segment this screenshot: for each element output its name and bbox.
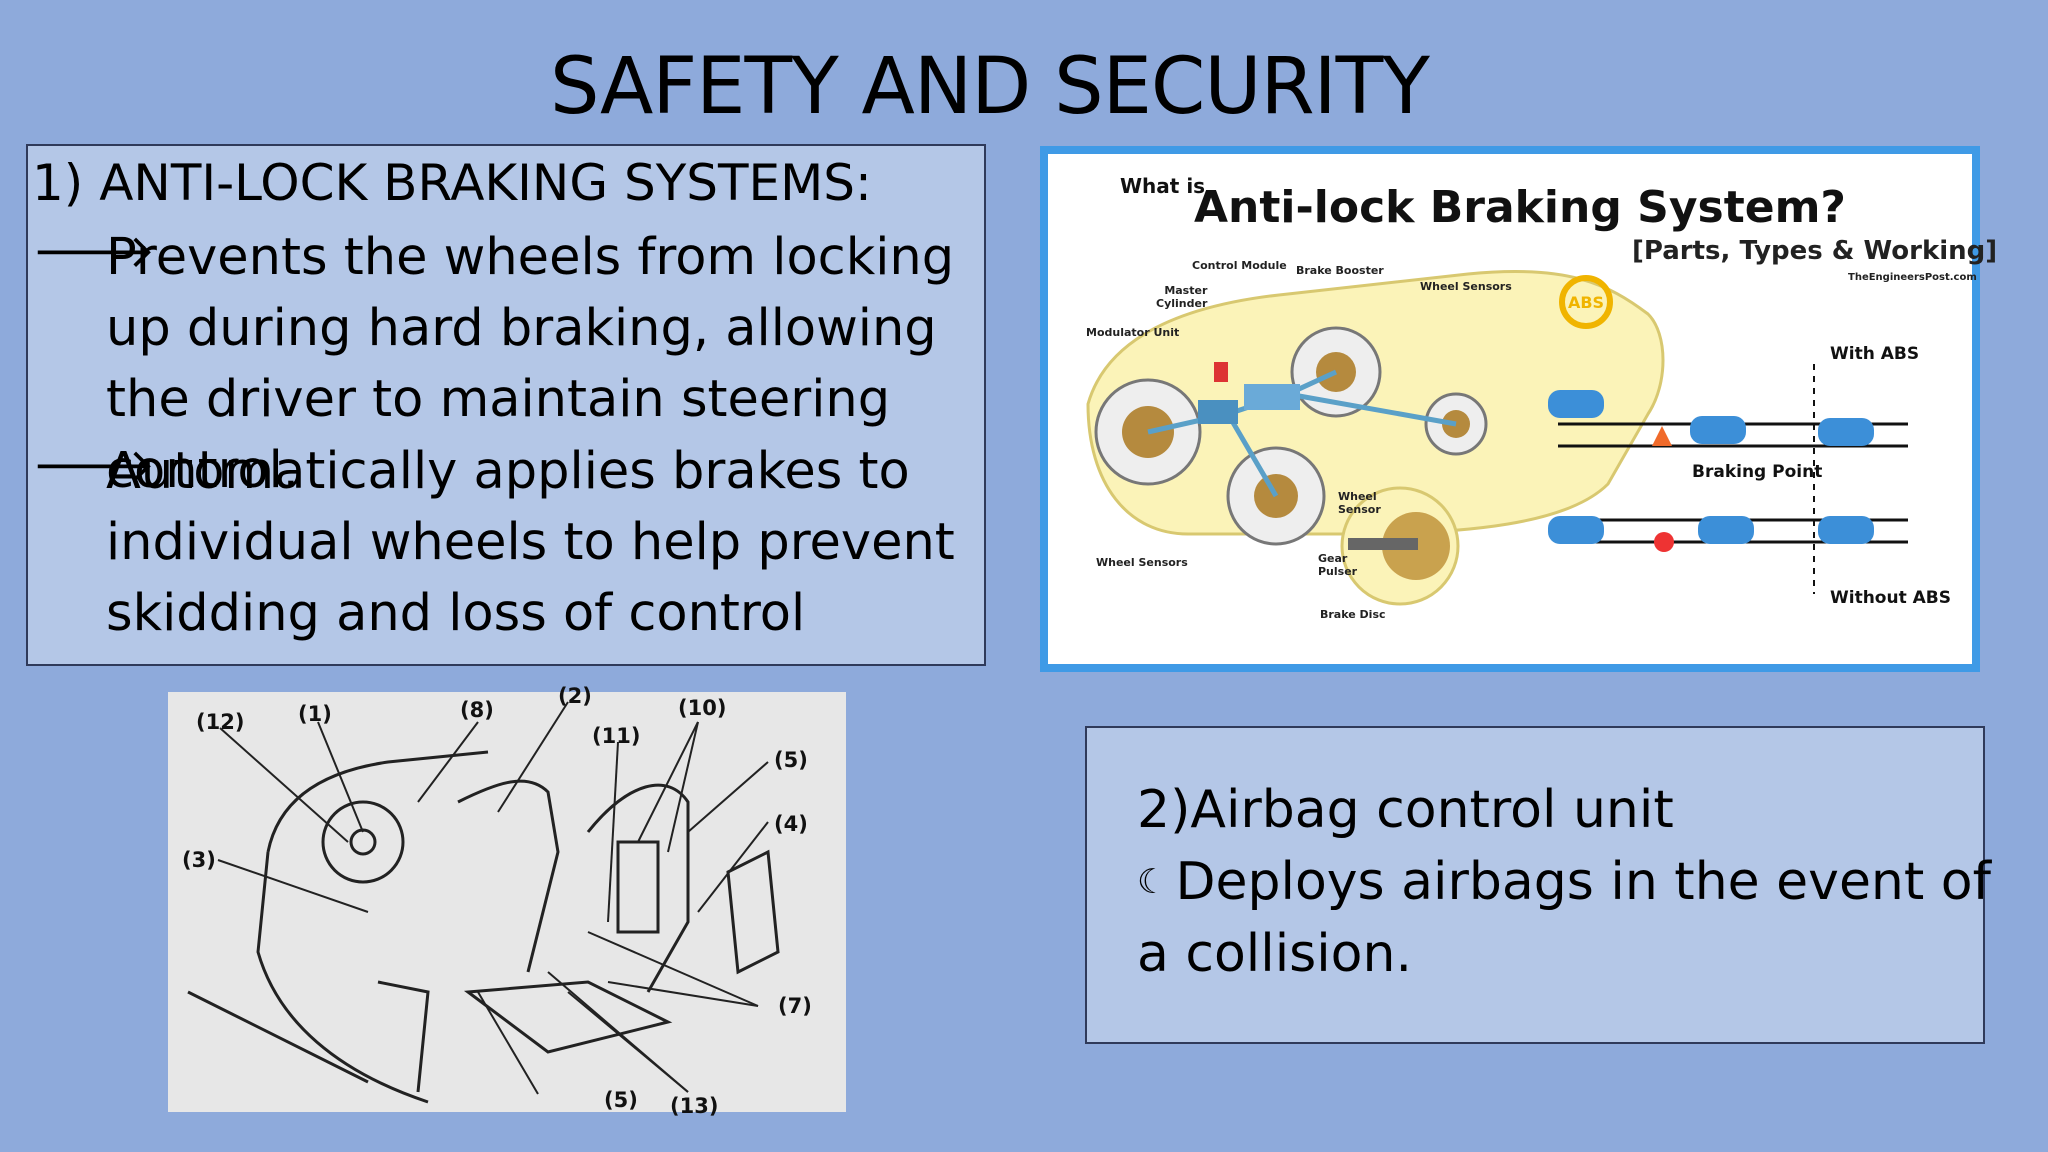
abs-text-box: 1) ANTI-LOCK BRAKING SYSTEMS: 🡒 Prevents… — [26, 144, 986, 666]
callout-3: (3) — [182, 848, 216, 872]
callout-11: (11) — [592, 724, 641, 748]
label-brake-booster: Brake Booster — [1296, 264, 1384, 277]
label-wheel-sensor: Wheel Sensor — [1338, 490, 1381, 516]
airbag-bullet-line1: Deploys airbags in the event of — [1175, 852, 1991, 912]
label-brake-disc: Brake Disc — [1320, 608, 1386, 621]
label-wheel-sensors-bottom: Wheel Sensors — [1096, 556, 1188, 569]
label-with-abs: With ABS — [1830, 344, 1920, 364]
airbag-illustration — [187, 701, 780, 1104]
abs-badge-text: ABS — [1568, 293, 1604, 312]
label-control-module: Control Module — [1192, 259, 1287, 272]
arrow-right-icon: 🡒 — [32, 224, 156, 278]
airbag-heading: 2)Airbag control unit — [1137, 780, 1674, 840]
callout-8: (8) — [460, 698, 494, 722]
callout-5-top: (5) — [774, 748, 808, 772]
infographic-what-is: What is — [1120, 174, 1206, 198]
label-without-abs: Without ABS — [1830, 588, 1951, 608]
label-wheel-sensors-top: Wheel Sensors — [1420, 280, 1512, 293]
slide-title: SAFETY AND SECURITY — [550, 42, 1430, 132]
label-gear-pulser: Gear Pulser — [1318, 552, 1358, 578]
callout-2: (2) — [558, 684, 592, 708]
abs-illustration: ABS — [1086, 269, 1908, 606]
abs-bullet-2-text: Automatically applies brakes to individu… — [106, 442, 955, 643]
airbag-bullet-line2: a collision. — [1137, 924, 1412, 984]
infographic-headline: Anti-lock Braking System? — [1194, 182, 1846, 233]
callout-1: (1) — [298, 702, 332, 726]
callout-12: (12) — [196, 710, 245, 734]
airbag-bullet: ☾Deploys airbags in the event of — [1137, 852, 1991, 912]
infographic-subhead: [Parts, Types & Working] — [1632, 236, 1998, 266]
label-modulator-unit: Modulator Unit — [1086, 326, 1180, 339]
arrow-right-icon: 🡒 — [32, 438, 156, 492]
label-braking-point: Braking Point — [1692, 462, 1823, 482]
infographic-credit: TheEngineersPost.com — [1848, 272, 1977, 283]
abs-bullet-1-text: Prevents the wheels from locking up duri… — [106, 228, 955, 500]
airbag-text-box: 2)Airbag control unit ☾Deploys airbags i… — [1085, 726, 1991, 1044]
abs-infographic: What is Anti-lock Braking System? [Parts… — [1040, 146, 1997, 672]
callout-10: (10) — [678, 696, 727, 720]
label-master-cylinder: Master Cylinder — [1156, 284, 1208, 310]
callout-5-bottom: (5) — [604, 1088, 638, 1112]
crescent-moon-icon: ☾ — [1137, 862, 1168, 902]
callout-4: (4) — [774, 812, 808, 836]
callout-13: (13) — [670, 1094, 719, 1118]
callout-7: (7) — [778, 994, 812, 1018]
abs-heading: 1) ANTI-LOCK BRAKING SYSTEMS: — [32, 154, 872, 212]
airbag-diagram: (12) (1) (8) (2) (10) (11) (5) (4) (3) (… — [168, 684, 846, 1118]
